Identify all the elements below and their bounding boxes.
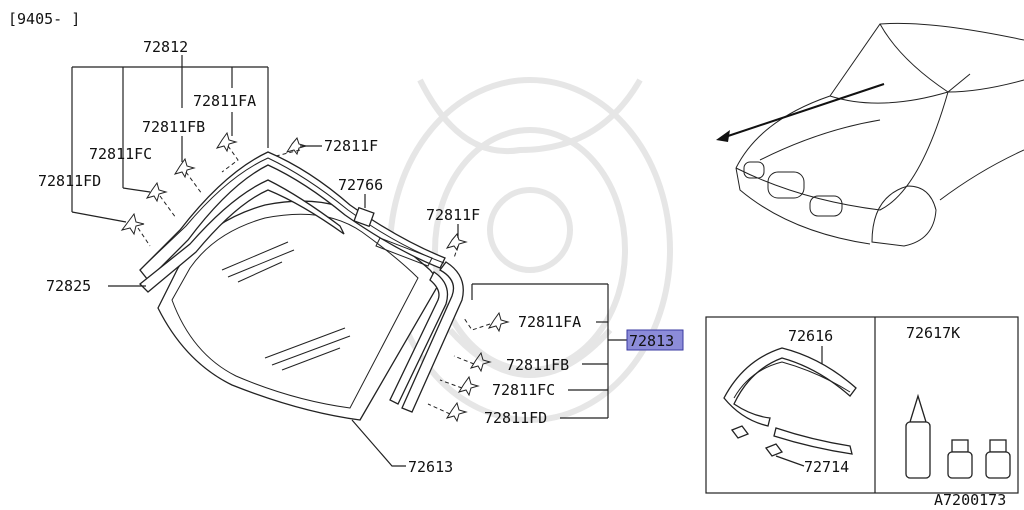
seal-frame-72616 <box>723 347 857 455</box>
clip-icons-top <box>120 131 468 252</box>
primer-bottle-icon-1 <box>947 439 973 479</box>
label-72811fb-right: 72811FB <box>506 356 569 374</box>
car-illustration <box>716 22 1024 247</box>
adhesive-tube-icon <box>905 393 931 479</box>
label-72811f-top: 72811F <box>324 137 378 155</box>
label-72811fd-right: 72811FD <box>484 409 547 427</box>
label-72811fa-top: 72811FA <box>193 92 256 110</box>
label-72811fc-right: 72811FC <box>492 381 555 399</box>
label-72714: 72714 <box>804 458 849 476</box>
label-72766: 72766 <box>338 176 383 194</box>
label-72811fc-top: 72811FC <box>89 145 152 163</box>
windshield-glass <box>157 200 441 421</box>
arrow-head-icon <box>716 130 730 142</box>
clip-72714-b <box>764 443 784 457</box>
label-72811fa-right: 72811FA <box>518 313 581 331</box>
pointer-arrow-line <box>721 83 885 139</box>
label-72613: 72613 <box>408 458 453 476</box>
leader-72714 <box>775 455 805 467</box>
label-72825: 72825 <box>46 277 91 295</box>
clip-icons-right <box>445 311 510 423</box>
clip-72714-a <box>730 425 750 439</box>
clip-guides-top <box>137 145 459 259</box>
leader-72613 <box>351 419 406 467</box>
bracket-72812 <box>71 55 269 223</box>
bracket-72813 <box>471 283 628 419</box>
label-72617k: 72617K <box>906 324 960 342</box>
label-72811fb-top: 72811FB <box>142 118 205 136</box>
label-72616: 72616 <box>788 327 833 345</box>
header-code: [9405- ] <box>8 10 80 28</box>
upper-moulding <box>139 151 446 293</box>
side-moulding <box>375 237 464 413</box>
watermark-emblem <box>387 77 673 423</box>
diagram-id: A7200173 <box>934 491 1006 509</box>
label-72813[interactable]: 72813 <box>629 332 674 350</box>
label-72811fd-top: 72811FD <box>38 172 101 190</box>
car-grille <box>767 171 805 199</box>
clip-guides-right <box>427 317 491 415</box>
part-72766-block <box>353 206 375 228</box>
primer-bottle-icon-2 <box>985 439 1011 479</box>
highlight-72813[interactable] <box>626 329 684 351</box>
label-72812: 72812 <box>143 38 188 56</box>
kit-box <box>705 316 1019 494</box>
label-72811f-right: 72811F <box>426 206 480 224</box>
